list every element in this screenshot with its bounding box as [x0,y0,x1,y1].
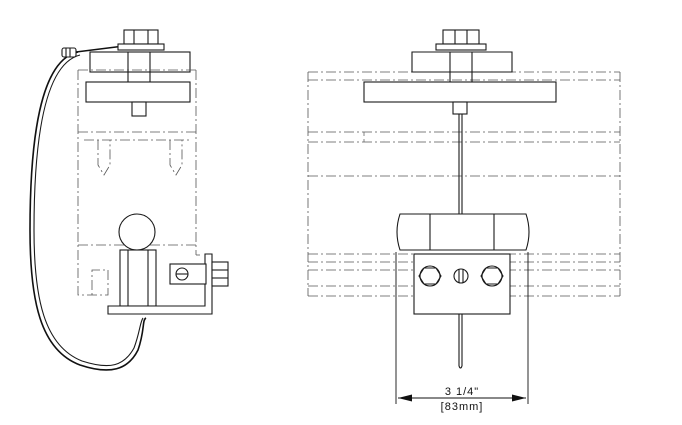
tee-bolt [118,213,157,307]
dimension-imperial: 3 1/4" [445,386,479,398]
clamp-plate [89,51,191,73]
side-nut [169,261,229,287]
center-screw [453,268,469,284]
front-view: 3 1/4" [83mm] [307,29,621,413]
front-top-bolt [435,29,487,51]
left-hex-bolt [418,265,442,287]
front-tee-head [396,213,530,251]
side-view [29,29,229,371]
rail-phantom-lines [307,71,621,297]
l-bracket [107,253,213,315]
front-wide-plate [363,81,557,103]
clamp-block [85,81,191,103]
right-hex-bolt [480,265,504,287]
cable-ferrule [61,45,125,58]
width-dimension: 3 1/4" [83mm] [395,252,529,413]
top-bolt [117,29,165,51]
dimension-metric: [83mm] [441,401,484,413]
safety-cable [29,51,147,371]
front-clamp-plate [411,51,513,73]
